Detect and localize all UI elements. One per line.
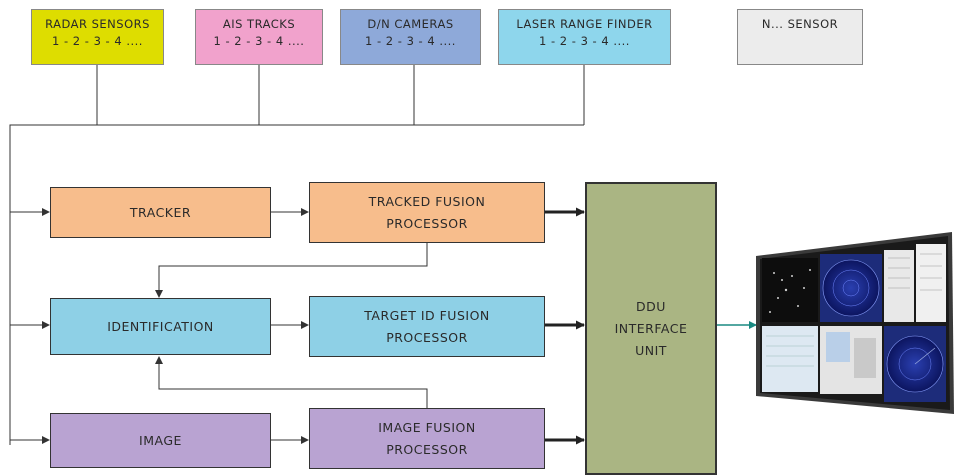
tracked-fusion-line1: TRACKED FUSION: [368, 193, 486, 209]
sensor-laser-numbers: 1 - 2 - 3 - 4 ....: [539, 34, 630, 48]
sensor-cameras-title: D/N CAMERAS: [367, 17, 454, 31]
identification-label: IDENTIFICATION: [107, 318, 214, 334]
feedback-image-to-identification: [155, 356, 428, 408]
image-fusion-line1: IMAGE FUSION: [378, 419, 476, 435]
image-fusion-processor: IMAGE FUSION PROCESSOR: [309, 408, 545, 469]
ddu-line1: DDU: [636, 298, 666, 314]
tracked-fusion-line2: PROCESSOR: [386, 215, 468, 231]
tracked-fusion-processor: TRACKED FUSION PROCESSOR: [309, 182, 545, 243]
sensor-cameras: D/N CAMERAS 1 - 2 - 3 - 4 ....: [340, 9, 481, 65]
feedback-tracked-to-identification: [155, 243, 428, 298]
identification-box: IDENTIFICATION: [50, 298, 271, 355]
ddu-line3: UNIT: [635, 342, 667, 358]
image-fusion-line2: PROCESSOR: [386, 441, 468, 457]
tracker-label: TRACKER: [129, 204, 192, 220]
ddu-interface-unit: DDU INTERFACE UNIT: [585, 182, 717, 475]
sensor-radar: RADAR SENSORS 1 - 2 - 3 - 4 ....: [31, 9, 164, 65]
sensor-ais: AIS TRACKS 1 - 2 - 3 - 4 ....: [195, 9, 323, 65]
image-label: IMAGE: [139, 432, 182, 448]
tracker-box: TRACKER: [50, 187, 271, 238]
sensor-radar-numbers: 1 - 2 - 3 - 4 ....: [52, 34, 143, 48]
sensor-n-title: N... SENSOR: [761, 17, 839, 31]
image-box: IMAGE: [50, 413, 271, 468]
sensor-laser-title: LASER RANGE FINDER: [516, 17, 653, 31]
sensor-radar-title: RADAR SENSORS: [45, 17, 150, 31]
sensor-ais-title: AIS TRACKS: [222, 17, 296, 31]
video-wall-display-icon: [756, 232, 954, 414]
sensor-n: N... SENSOR: [737, 9, 863, 65]
sensor-bus: [9, 124, 584, 445]
target-id-fusion-line1: TARGET ID FUSION: [364, 307, 490, 323]
sensor-ais-numbers: 1 - 2 - 3 - 4 ....: [213, 34, 305, 48]
target-id-fusion-processor: TARGET ID FUSION PROCESSOR: [309, 296, 545, 357]
sensor-cameras-numbers: 1 - 2 - 3 - 4 ....: [365, 34, 456, 48]
ddu-line2: INTERFACE: [614, 320, 688, 336]
sensor-laser: LASER RANGE FINDER 1 - 2 - 3 - 4 ....: [498, 9, 671, 65]
target-id-fusion-line2: PROCESSOR: [386, 329, 468, 345]
